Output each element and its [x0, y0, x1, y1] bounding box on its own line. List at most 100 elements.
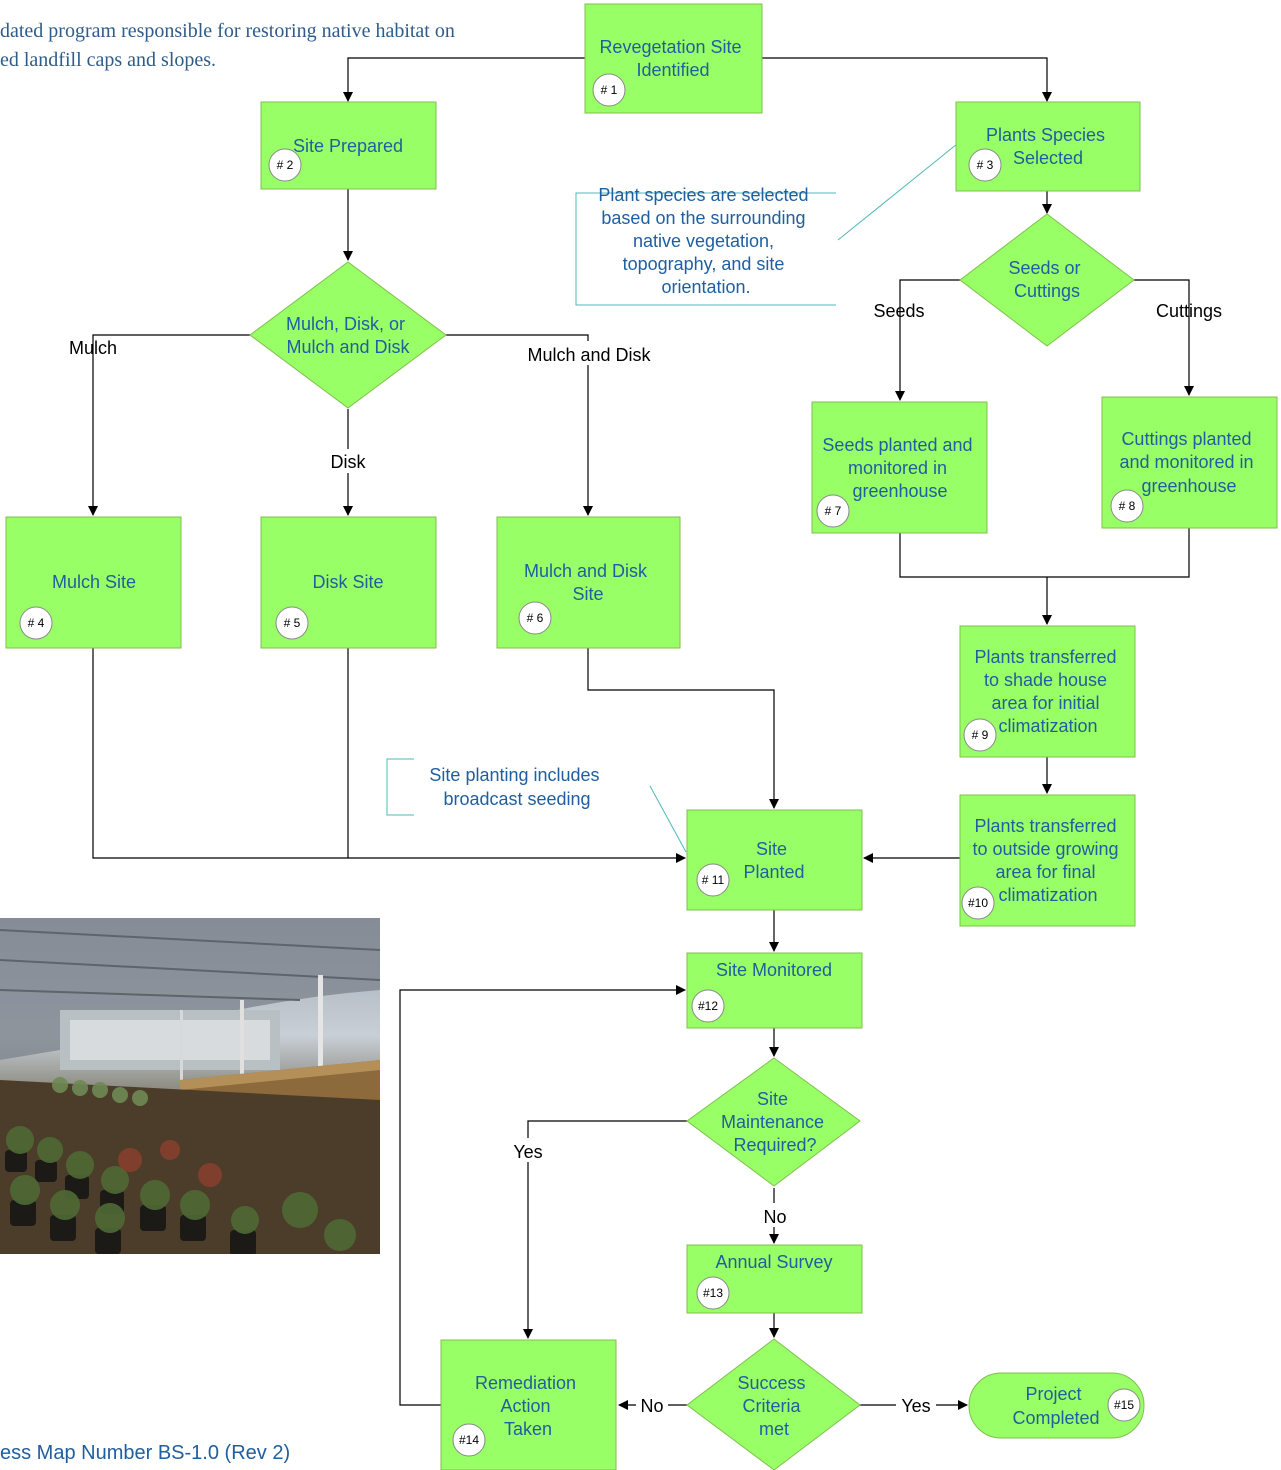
edge-d1-6: [446, 334, 593, 516]
node-10-line-4: climatization: [998, 885, 1097, 905]
node-site-monitored: Site Monitored #12: [686, 952, 863, 1029]
callout-species-line-2: based on the surrounding: [601, 208, 805, 228]
node-3-line-2: Selected: [1013, 148, 1083, 168]
callout-planting-bracket: [386, 758, 414, 816]
callout-species-line-3: native vegetation,: [633, 231, 774, 251]
decision-4-line-3: met: [759, 1419, 789, 1439]
node-10-line-2: to outside growing: [972, 839, 1118, 859]
svg-text:Seeds planted and monito: Seeds planted and monitored in greenhous…: [822, 435, 977, 501]
node-15-line-2: Completed: [1012, 1408, 1099, 1428]
node-seeds-planted: Seeds planted and monitored in greenhous…: [811, 401, 988, 534]
node-plants-species-selected: Plants Species Selected # 3: [955, 101, 1141, 192]
callout-planting-leader: [649, 785, 687, 853]
node-4-line-1: Mulch Site: [52, 572, 136, 592]
node-10-badge: #10: [968, 896, 988, 910]
decision-success-criteria: Success Criteria met: [686, 1338, 861, 1470]
edge-label-mulch-and-disk: Mulch and Disk: [527, 345, 651, 365]
node-6-line-1: Mulch and Disk: [524, 561, 648, 581]
node-8-line-2: and monitored in: [1119, 452, 1253, 472]
node-7-line-1: Seeds planted and: [822, 435, 972, 455]
node-11-line-1: Site: [756, 839, 787, 859]
intro-line-1: dated program responsible for restoring …: [0, 20, 455, 42]
node-8-line-1: Cuttings planted: [1121, 429, 1251, 449]
svg-text:Site Planted: Site Planted: [743, 839, 804, 882]
callout-species-leader: [837, 139, 963, 241]
svg-text:Site Prepared: Site Prepared: [293, 136, 403, 156]
node-7-badge: # 7: [825, 504, 842, 518]
node-1-line-1: Revegetation Site: [599, 37, 741, 57]
decision-3-line-2: Maintenance: [721, 1112, 824, 1132]
svg-text:Revegetation Site Identi: Revegetation Site Identified: [599, 37, 746, 80]
svg-text:Plants transferred to sh: Plants transferred to shade house area f…: [974, 647, 1121, 736]
intro-line-2: ed landfill caps and slopes.: [0, 49, 216, 71]
decision-2-line-1: Seeds or: [1008, 258, 1080, 278]
svg-text:Mulch, Disk, or Mulch an: Mulch, Disk, or Mulch and Disk: [286, 314, 411, 357]
node-3-line-1: Plants Species: [986, 125, 1105, 145]
node-14-line-2: Action: [500, 1396, 550, 1416]
decision-2-line-2: Cuttings: [1014, 281, 1080, 301]
node-site-planted: Site Planted # 11: [686, 809, 863, 911]
edge-1-2: [343, 57, 585, 102]
decision-seeds-cuttings: Seeds or Cuttings: [959, 213, 1135, 347]
edge-label-cuttings: Cuttings: [1156, 301, 1222, 321]
svg-text:Disk Site: Disk Site: [312, 572, 383, 592]
decision-1-line-2: Mulch and Disk: [286, 337, 410, 357]
edge-label-no-maintenance: No: [763, 1207, 786, 1227]
edge-4-11: [92, 648, 686, 863]
node-outside-growing: Plants transferred to outside growing ar…: [959, 794, 1136, 927]
process-map-number: ess Map Number BS-1.0 (Rev 2): [0, 1442, 290, 1464]
svg-text:Project Completed: Project Completed: [1012, 1384, 1099, 1428]
node-11-badge: # 11: [702, 873, 725, 887]
node-9-badge: # 9: [972, 728, 989, 742]
node-mulch-site: Mulch Site # 4: [5, 516, 182, 649]
node-15-badge: #15: [1114, 1398, 1134, 1412]
svg-text:Cuttings planted and mon: Cuttings planted and monitored in greenh…: [1119, 429, 1258, 496]
node-8-badge: # 8: [1119, 499, 1136, 513]
svg-text:Mulch and Disk Site: Mulch and Disk Site: [524, 561, 652, 604]
node-shade-house: Plants transferred to shade house area f…: [959, 625, 1136, 758]
edges: [88, 57, 1194, 1410]
node-6-badge: # 6: [527, 611, 544, 625]
callout-planting: Site planting includes broadcast seeding: [386, 758, 687, 853]
svg-text:Plants Species Selected: Plants Species Selected: [986, 125, 1110, 168]
svg-text:Site Monitored: Site Monitored: [716, 960, 832, 980]
node-14-line-1: Remediation: [475, 1373, 576, 1393]
decision-1-line-1: Mulch, Disk, or: [286, 314, 405, 334]
node-6-line-2: Site: [572, 584, 603, 604]
svg-text:Seeds or Cuttings: Seeds or Cuttings: [1008, 258, 1085, 301]
node-15-line-1: Project: [1025, 1384, 1081, 1404]
decision-4-line-1: Success: [737, 1373, 805, 1393]
node-13-badge: #13: [703, 1286, 723, 1300]
node-7-line-3: greenhouse: [852, 481, 947, 501]
node-12-badge: #12: [698, 999, 718, 1013]
node-2-line-1: Site Prepared: [293, 136, 403, 156]
callout-planting-line-2: broadcast seeding: [443, 789, 590, 809]
svg-text:Success Criteria m: Success Criteria met: [737, 1373, 810, 1439]
edge-6-11: [587, 648, 779, 809]
node-9-line-1: Plants transferred: [974, 647, 1116, 667]
decision-3-line-3: Required?: [733, 1135, 816, 1155]
decision-4-line-2: Criteria: [742, 1396, 801, 1416]
edge-labels: Mulch Disk Mulch and Disk Seeds Cuttings…: [69, 301, 1222, 1417]
node-site-prepared: Site Prepared # 2: [260, 101, 437, 190]
node-project-completed: Project Completed #15: [968, 1372, 1145, 1439]
node-5-line-1: Disk Site: [312, 572, 383, 592]
node-mulch-and-disk-site: Mulch and Disk Site # 6: [496, 516, 681, 649]
node-cuttings-planted: Cuttings planted and monitored in greenh…: [1101, 396, 1278, 529]
node-10-line-1: Plants transferred: [974, 816, 1116, 836]
node-8-line-3: greenhouse: [1141, 476, 1236, 496]
node-11-line-2: Planted: [743, 862, 804, 882]
callout-species-line-5: orientation.: [661, 277, 750, 297]
node-3-badge: # 3: [977, 158, 994, 172]
edge-7-8-merge: [899, 528, 1190, 578]
svg-text:Plants transferred to ou: Plants transferred to outside growing ar…: [972, 816, 1123, 905]
node-9-line-2: to shade house: [984, 670, 1107, 690]
node-1-badge: # 1: [601, 83, 618, 97]
node-13-line-1: Annual Survey: [715, 1252, 832, 1272]
node-10-line-3: area for final: [995, 862, 1095, 882]
node-14-line-3: Taken: [504, 1419, 552, 1439]
node-annual-survey: Annual Survey #13: [686, 1244, 863, 1314]
node-7-line-2: monitored in: [848, 458, 947, 478]
edge-label-disk: Disk: [331, 452, 367, 472]
node-disk-site: Disk Site # 5: [260, 516, 437, 649]
